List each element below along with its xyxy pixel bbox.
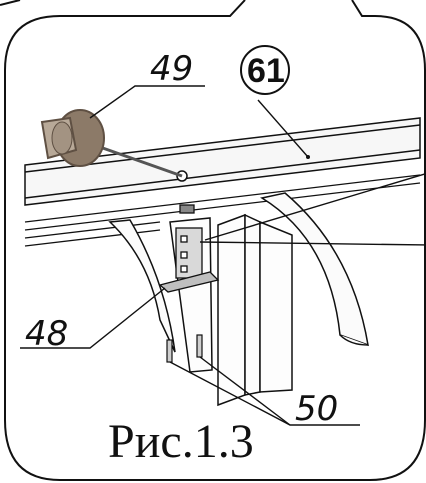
figure-caption: Рис.1.3 xyxy=(108,415,254,468)
knob-49 xyxy=(40,109,183,178)
label-50: 50 xyxy=(295,389,338,429)
label-48: 48 xyxy=(25,314,68,354)
callout-circle-61 xyxy=(240,45,290,95)
label-49: 49 xyxy=(150,49,193,89)
screws-50 xyxy=(166,334,203,363)
label-61: 61 xyxy=(247,52,285,90)
leader-lines xyxy=(20,85,426,426)
bracket-48 xyxy=(158,204,220,293)
curved-legs xyxy=(108,192,369,353)
